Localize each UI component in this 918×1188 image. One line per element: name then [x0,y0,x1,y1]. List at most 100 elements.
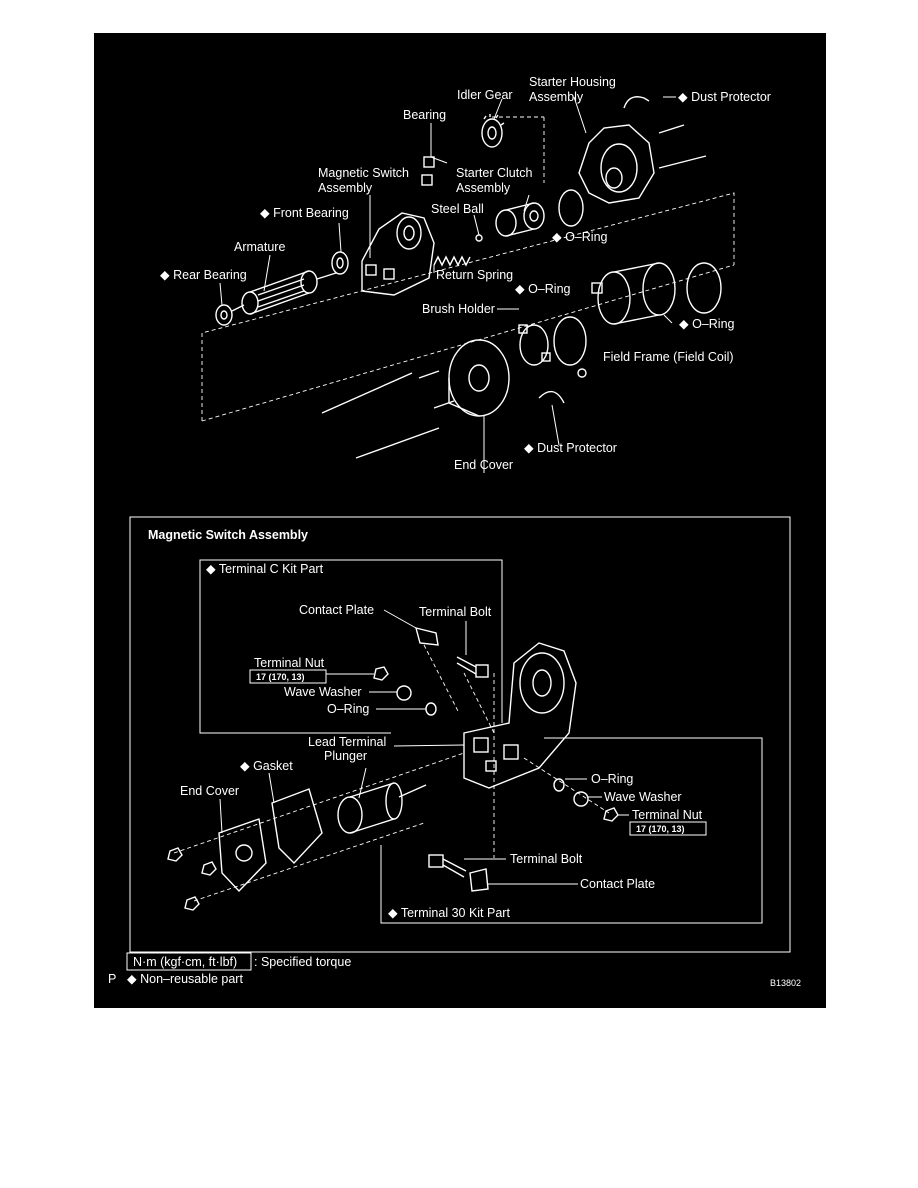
o-ring-middle-part [553,316,587,366]
kit-30-title: ◆ Terminal 30 Kit Part [388,906,510,920]
o-ring-right-part [686,262,722,314]
rear-bearing-part [215,304,233,326]
screw-1 [418,370,440,379]
screw-2 [433,400,455,409]
kit-c-box [199,559,503,734]
terminal-nut-c-part [373,666,389,681]
inset-end-cover-part [218,818,267,893]
label-o-ring-1: ◆ O–Ring [552,230,608,244]
inset-frame [129,516,791,953]
wave-washer-30-part [573,791,589,807]
diagram-canvas: ◆ Dust Protector Starter Housing Assembl… [108,75,801,988]
label-terminal-bolt-30: Terminal Bolt [510,852,583,866]
torque-box-c [249,669,327,684]
label-wave-washer-30: Wave Washer [604,790,682,804]
inset-guide-1 [423,644,460,714]
end-cover-nut-1 [167,847,183,862]
assembly-axis-outline [201,192,735,421]
label-end-cover-inset: End Cover [180,784,239,798]
label-gasket: ◆ Gasket [240,759,293,773]
torque-30-value: 17 (170, 13) [636,824,685,834]
label-plunger: Plunger [324,749,367,763]
label-end-cover: End Cover [454,458,513,472]
torque-c-value: 17 (170, 13) [256,672,305,682]
contact-plate-c-part [415,627,439,646]
label-terminal-nut-30: Terminal Nut [632,808,703,822]
wave-washer-c-part [396,685,412,701]
label-rear-bearing: ◆ Rear Bearing [160,268,247,282]
assembly-axis-lower [201,264,735,422]
inset-title: Magnetic Switch Assembly [148,528,308,542]
terminal-bolt-c-part [456,656,489,678]
magnetic-switch-part [361,212,435,296]
front-bearing-part [331,251,349,275]
field-frame-part [591,262,676,325]
inset-magnetic-switch-body [463,642,577,789]
plunger-part [337,782,427,834]
contact-plate-30-part [469,868,489,892]
label-magnetic-switch: Magnetic Switch [318,166,409,180]
label-o-ring-2: ◆ O–Ring [515,282,571,296]
end-cover-nut-2 [201,861,217,876]
terminal-nut-30-part [603,807,619,822]
legend-torque-unit: N·m (kgf·cm, ft·lbf) [133,955,237,969]
exploded-starter-diagram: ◆ Dust Protector Starter Housing Assembl… [94,33,826,1008]
inset-guide-4 [173,752,465,854]
label-idler-gear: Idler Gear [457,88,513,102]
label-return-spring: Return Spring [436,268,513,282]
label-wave-washer-c: Wave Washer [284,685,362,699]
end-cover-nut-3 [184,896,200,911]
label-starter-clutch: Starter Clutch [456,166,532,180]
legend-non-reusable: ◆ Non–reusable part [127,972,243,986]
through-bolt-1 [321,372,413,414]
o-ring-30-part [553,778,565,792]
bearing-parts [421,143,448,186]
label-lead-terminal: Lead Terminal [308,735,386,749]
starter-housing-part [578,124,707,204]
starter-clutch-part [495,202,545,237]
page-marker: P [108,972,116,986]
label-o-ring-c: O–Ring [327,702,369,716]
label-starter-housing-2: Assembly [529,90,584,104]
label-field-frame: Field Frame (Field Coil) [603,350,734,364]
small-grommet [577,368,587,378]
label-starter-housing: Starter Housing [529,75,616,89]
torque-legend-box [126,952,252,971]
legend-torque-desc: : Specified torque [254,955,351,969]
brush-holder-part [518,324,551,366]
label-o-ring-30: O–Ring [591,772,633,786]
label-steel-ball: Steel Ball [431,202,484,216]
o-ring-housing-part [558,189,584,227]
label-dust-protector-top: ◆ Dust Protector [678,90,771,104]
inset-guide-6 [523,757,610,814]
kit-c-title: ◆ Terminal C Kit Part [206,562,324,576]
label-starter-clutch-2: Assembly [456,181,511,195]
torque-box-30 [629,821,707,836]
gasket-part [271,788,323,865]
o-ring-c-part [425,702,437,716]
label-bearing: Bearing [403,108,446,122]
idler-gear-part [481,114,505,148]
label-terminal-bolt-c: Terminal Bolt [419,605,492,619]
label-brush-holder: Brush Holder [422,302,495,316]
steel-ball-part [475,234,483,242]
label-contact-plate-c: Contact Plate [299,603,374,617]
dust-protector-top-part [623,96,650,109]
label-front-bearing: ◆ Front Bearing [260,206,349,220]
dust-protector-bottom-part [538,390,565,404]
label-contact-plate-30: Contact Plate [580,877,655,891]
label-dust-protector-bottom: ◆ Dust Protector [524,441,617,455]
inset-guide-2 [463,672,495,734]
label-terminal-nut-c: Terminal Nut [254,656,325,670]
through-bolt-2 [355,427,440,459]
label-armature: Armature [234,240,285,254]
label-o-ring-3: ◆ O–Ring [679,317,735,331]
return-spring-part [433,255,471,267]
terminal-bolt-30-part [428,854,467,878]
armature-part [231,270,337,315]
inset-guide-5 [193,822,425,902]
label-magnetic-switch-2: Assembly [318,181,373,195]
end-cover-part [448,339,510,417]
figure-code: B13802 [770,978,801,988]
kit-30-box [380,737,763,924]
